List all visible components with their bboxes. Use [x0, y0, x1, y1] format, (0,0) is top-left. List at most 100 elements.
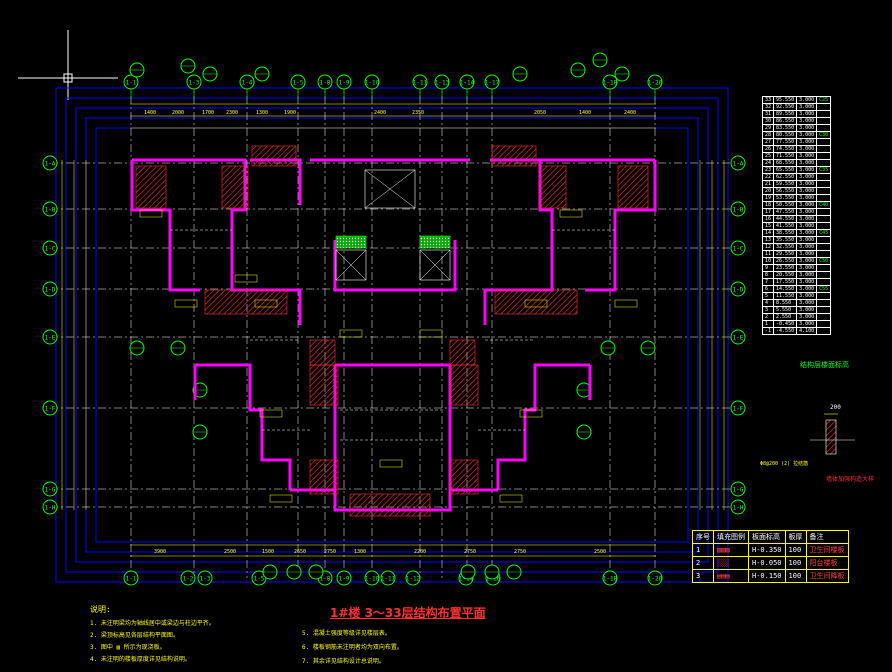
- dimension-text: 1400: [579, 110, 591, 116]
- level-cell: 3.000: [796, 152, 818, 160]
- level-cell: 3.000: [796, 285, 818, 293]
- level-cell: 86.550: [773, 117, 798, 125]
- dimension-text: 2400: [624, 110, 636, 116]
- beam-tag: [379, 459, 403, 468]
- outline-frame: [85, 117, 699, 553]
- axis-bubble-bottom-label: 1-3: [200, 576, 211, 583]
- level-cell: 3.000: [796, 145, 818, 153]
- axis-bubble-top: [239, 74, 255, 90]
- level-cell: 3.000: [796, 313, 818, 321]
- level-cell: 56.550: [773, 187, 798, 195]
- notes-header: 说明:: [90, 605, 111, 614]
- axis-bubble-bottom: [602, 570, 618, 586]
- axis-bubble-right: [730, 481, 746, 497]
- level-cell: C30: [816, 131, 832, 139]
- level-cell: 3.000: [796, 159, 818, 167]
- green-slab: [419, 235, 451, 249]
- axis-bubble-top-label: 1-8: [320, 80, 331, 87]
- axis-bubble-top-label: 1-9: [339, 80, 350, 87]
- level-cell: [816, 222, 832, 230]
- level-cell: 6: [761, 285, 775, 293]
- level-cell: [816, 194, 832, 202]
- level-cell: C45: [816, 229, 832, 237]
- shaft-box: [419, 249, 451, 281]
- axis-bubble-right: [730, 329, 746, 345]
- level-cell: 3.000: [796, 166, 818, 174]
- axis-bubble-bottom-label: 1-20: [648, 576, 663, 583]
- beam-tag: [614, 299, 638, 308]
- level-cell: 29: [761, 124, 775, 132]
- level-cell: [816, 292, 832, 300]
- level-cell: 65.550: [773, 166, 798, 174]
- slab-header-cell: 填充图例: [713, 530, 749, 544]
- level-cell: 32: [761, 103, 775, 111]
- level-cell: 3.000: [796, 194, 818, 202]
- axis-bubble-right-label: 1-G: [733, 487, 744, 494]
- wall-core-stair: [333, 240, 457, 292]
- level-cell: [816, 264, 832, 272]
- axis-bubble-bottom-label: 1-11: [381, 576, 396, 583]
- level-cell: [816, 152, 832, 160]
- dimension-text: 1900: [284, 110, 296, 116]
- level-cell: 3.000: [796, 117, 818, 125]
- axis-bubble-right: [730, 400, 746, 416]
- level-cell: 3.000: [796, 236, 818, 244]
- level-cell: [816, 159, 832, 167]
- level-cell: 3.000: [796, 306, 818, 314]
- beam-tag: [519, 409, 543, 418]
- level-cell: [816, 138, 832, 146]
- axis-bubble-bottom-label: 1-1: [126, 576, 137, 583]
- axis-bubble-top-label: 1-14: [460, 80, 475, 87]
- axis-bubble-top-label: 1-5: [293, 80, 304, 87]
- outline-frame: [75, 107, 709, 563]
- level-cell: 7: [761, 278, 775, 286]
- level-cell: 23: [761, 166, 775, 174]
- axis-bubble-left: [42, 281, 58, 297]
- slab-cell: 100: [784, 569, 807, 583]
- level-cell: 3.000: [796, 215, 818, 223]
- beam-tag: [259, 409, 283, 418]
- level-cell: 20: [761, 187, 775, 195]
- wall-unit-right-bottom: [496, 363, 590, 490]
- hatched-slab: [221, 165, 249, 209]
- axis-bubble-left-label: 1-F: [45, 406, 56, 413]
- wall-unit-right-side: [585, 160, 657, 292]
- level-cell: [816, 103, 832, 111]
- axis-bubble-bottom-label: 1-18: [603, 576, 618, 583]
- dimension-text: 2750: [514, 549, 526, 555]
- axis-bubble-left-label: 1-B: [45, 207, 56, 214]
- level-cell: 83.550: [773, 124, 798, 132]
- level-cell: 3.000: [796, 180, 818, 188]
- axis-bubble-left-label: 1-G: [45, 487, 56, 494]
- slab-table-header: 序号 填充图例 板面标高 板厚 备注: [692, 530, 849, 544]
- note-left-1: 1. 未注明梁均为轴线居中或梁边与柱边平齐。: [90, 620, 215, 627]
- level-cell: 3.000: [796, 124, 818, 132]
- level-cell: 14.550: [773, 285, 798, 293]
- axis-bubble-top: [336, 74, 352, 90]
- level-cell: 3.000: [796, 138, 818, 146]
- level-cell: 80.550: [773, 131, 798, 139]
- dimension-text: 2500: [224, 549, 236, 555]
- level-cell: 30: [761, 117, 775, 125]
- level-cell: 8.550: [773, 299, 798, 307]
- axis-bubble-right-label: 1-E: [733, 335, 744, 342]
- axis-bubble-bottom: [647, 570, 663, 586]
- axis-bubble-left: [42, 329, 58, 345]
- beam-tag: [419, 329, 443, 338]
- level-cell: -4.550: [773, 327, 798, 335]
- axis-bubble-top: [647, 74, 663, 90]
- level-cell: 3.000: [796, 187, 818, 195]
- level-cell: 2: [761, 313, 775, 321]
- axis-bubble-right: [730, 201, 746, 217]
- note-right-3: 7. 其余详见结构设计总说明。: [302, 658, 385, 665]
- hatched-slab: [204, 289, 288, 315]
- shaft-cross: [335, 249, 367, 281]
